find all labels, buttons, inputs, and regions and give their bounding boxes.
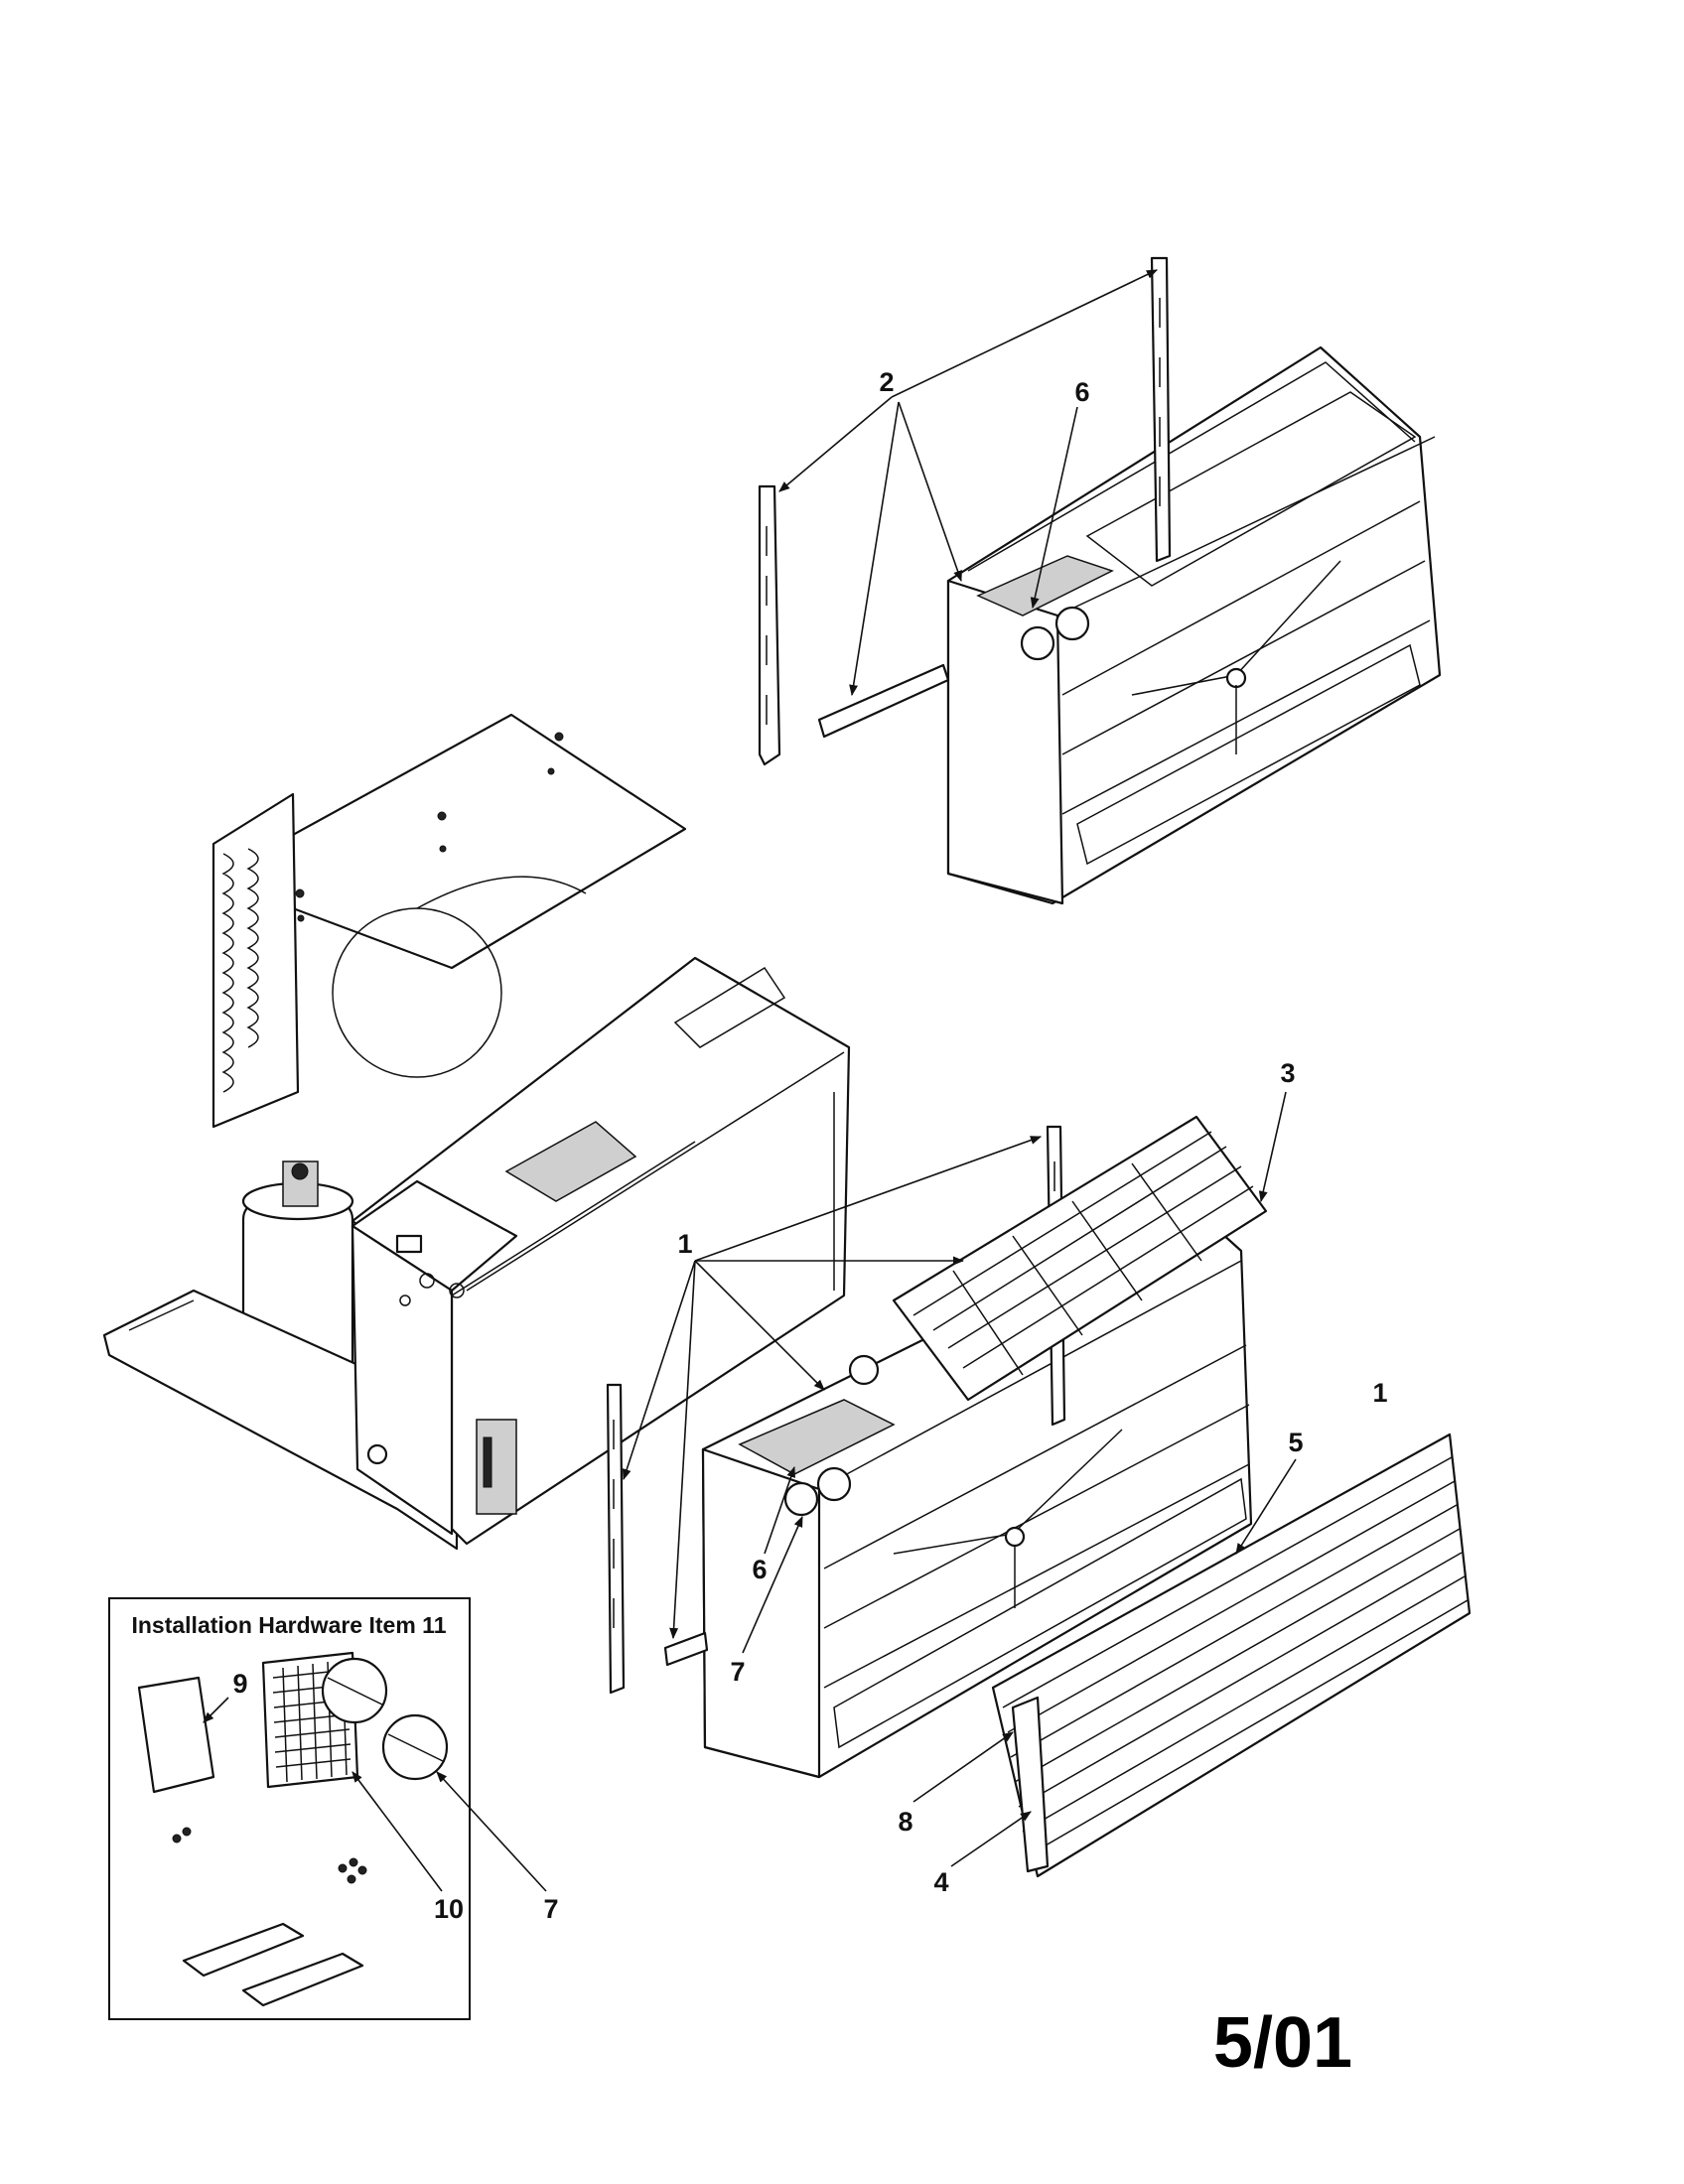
front-louvered-panel <box>991 1433 1472 1878</box>
callout-1-leaders <box>622 1136 1043 1640</box>
discharge-grille <box>892 1115 1268 1402</box>
callout-9: 9 <box>232 1669 247 1699</box>
callout-4: 4 <box>933 1867 948 1897</box>
callout-1-right: 1 <box>1372 1378 1387 1408</box>
hardware-brackets <box>182 1922 364 2007</box>
top-front-cabinet <box>946 345 1442 905</box>
date-code: 5/01 <box>1213 2003 1352 2083</box>
callout-6-bottom: 6 <box>752 1555 767 1584</box>
hardware-box-title: Installation Hardware Item 11 <box>131 1612 446 1638</box>
hardware-wall-plate <box>137 1676 215 1794</box>
callout-1-mid: 1 <box>677 1229 692 1259</box>
chassis-top-cover <box>211 713 687 970</box>
callout-7-bottom: 7 <box>730 1657 745 1687</box>
hardware-knobs <box>321 1657 449 1781</box>
callout-2-leaders <box>778 269 1159 697</box>
callout-7-box: 7 <box>543 1894 558 1924</box>
callout-6-top: 6 <box>1074 377 1089 407</box>
callout-10: 10 <box>434 1894 464 1924</box>
callout-3: 3 <box>1280 1058 1295 1088</box>
condenser-coil <box>211 792 300 1129</box>
callout-2: 2 <box>879 367 894 397</box>
hardware-screws <box>172 1827 367 1884</box>
control-panel <box>351 1179 518 1536</box>
top-side-bracket <box>758 256 1172 766</box>
chassis-base-pan <box>102 1289 459 1551</box>
lower-front-cabinet <box>701 1204 1253 1779</box>
callout-5: 5 <box>1288 1428 1303 1457</box>
callout-8: 8 <box>898 1807 912 1837</box>
installation-hardware-box: Installation Hardware Item 11 <box>108 1597 471 2020</box>
